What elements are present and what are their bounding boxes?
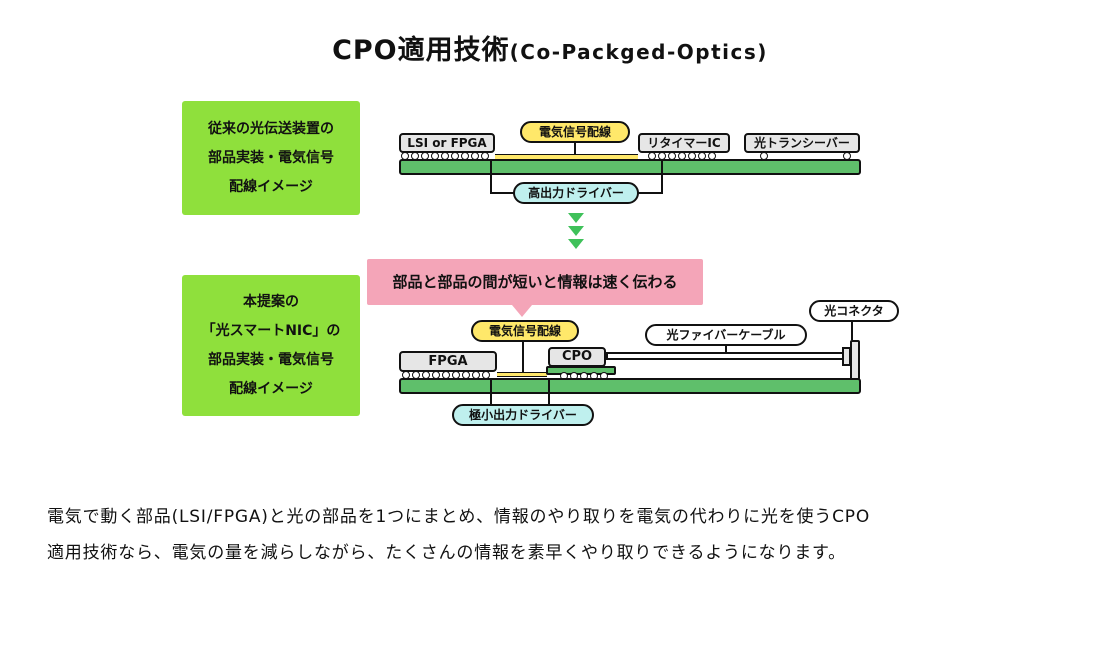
chip-fpga: FPGA	[399, 351, 497, 372]
proposal-label-box: 本提案の 「光スマートNIC」の 部品実装・電気信号 配線イメージ	[182, 275, 360, 416]
chip-lsi-fpga: LSI or FPGA	[399, 133, 495, 153]
conventional-label-line-2: 部品実装・電気信号	[208, 149, 334, 166]
chip-retimer-ic: リタイマーIC	[638, 133, 730, 153]
driver-bracket-bottom-right	[638, 192, 663, 194]
page-title: CPO適用技術(Co-Packged-Optics)	[0, 28, 1100, 67]
lsi-solder-balls	[401, 152, 489, 160]
proposal-driver-label: 極小出力ドライバー	[452, 404, 594, 426]
conventional-label-box: 従来の光伝送装置の 部品実装・電気信号 配線イメージ	[182, 101, 360, 215]
conventional-signal-wiring-label: 電気信号配線	[520, 121, 630, 143]
proposal-signal-wiring-label: 電気信号配線	[471, 320, 579, 342]
proposal-circuit-board	[399, 378, 861, 394]
proposal-label-line-4: 配線イメージ	[229, 380, 313, 397]
title-subtitle: (Co-Packged-Optics)	[509, 40, 768, 64]
conventional-wiring-leader	[574, 143, 576, 155]
driver-bracket-left	[490, 160, 492, 193]
transition-arrow-1	[568, 213, 584, 223]
fiber-leader	[725, 346, 727, 355]
conventional-driver-label: 高出力ドライバー	[513, 182, 639, 204]
proposal-label-line-1: 本提案の	[243, 293, 299, 310]
chip-cpo: CPO	[548, 347, 606, 367]
driver-bracket-bottom-left	[490, 192, 514, 194]
proposal-label-line-3: 部品実装・電気信号	[208, 351, 334, 368]
banner-pointer	[512, 305, 532, 317]
fiber-cable-label: 光ファイバーケーブル	[645, 324, 807, 346]
connector-bracket	[850, 340, 860, 380]
proposal-wiring-leader	[522, 342, 524, 372]
mini-driver-bracket-right	[548, 380, 550, 413]
mini-driver-bracket-left	[490, 380, 492, 413]
transition-arrow-2	[568, 226, 584, 236]
optical-connector-label: 光コネクタ	[809, 300, 899, 322]
chip-optical-transceiver: 光トランシーバー	[744, 133, 860, 153]
description-line-1: 電気で動く部品(LSI/FPGA)と光の部品を1つにまとめ、情報のやり取りを電気…	[47, 507, 871, 527]
description-line-2: 適用技術なら、電気の量を減らしながら、たくさんの情報を素早くやり取りできるように…	[47, 543, 846, 563]
description: 電気で動く部品(LSI/FPGA)と光の部品を1つにまとめ、情報のやり取りを電気…	[47, 499, 1067, 571]
conventional-label-line-1: 従来の光伝送装置の	[208, 120, 334, 137]
speed-banner: 部品と部品の間が短いと情報は速く伝わる	[367, 259, 703, 305]
fiber-optic-cable	[606, 352, 844, 360]
proposal-signal-wire	[497, 372, 547, 377]
conventional-circuit-board	[399, 159, 861, 175]
title-main: CPO適用技術	[332, 35, 510, 66]
driver-bracket-right	[661, 160, 663, 193]
conventional-label-line-3: 配線イメージ	[229, 178, 313, 195]
transition-arrow-3	[568, 239, 584, 249]
proposal-label-line-2: 「光スマートNIC」の	[201, 322, 341, 339]
connector-leader	[851, 322, 853, 340]
